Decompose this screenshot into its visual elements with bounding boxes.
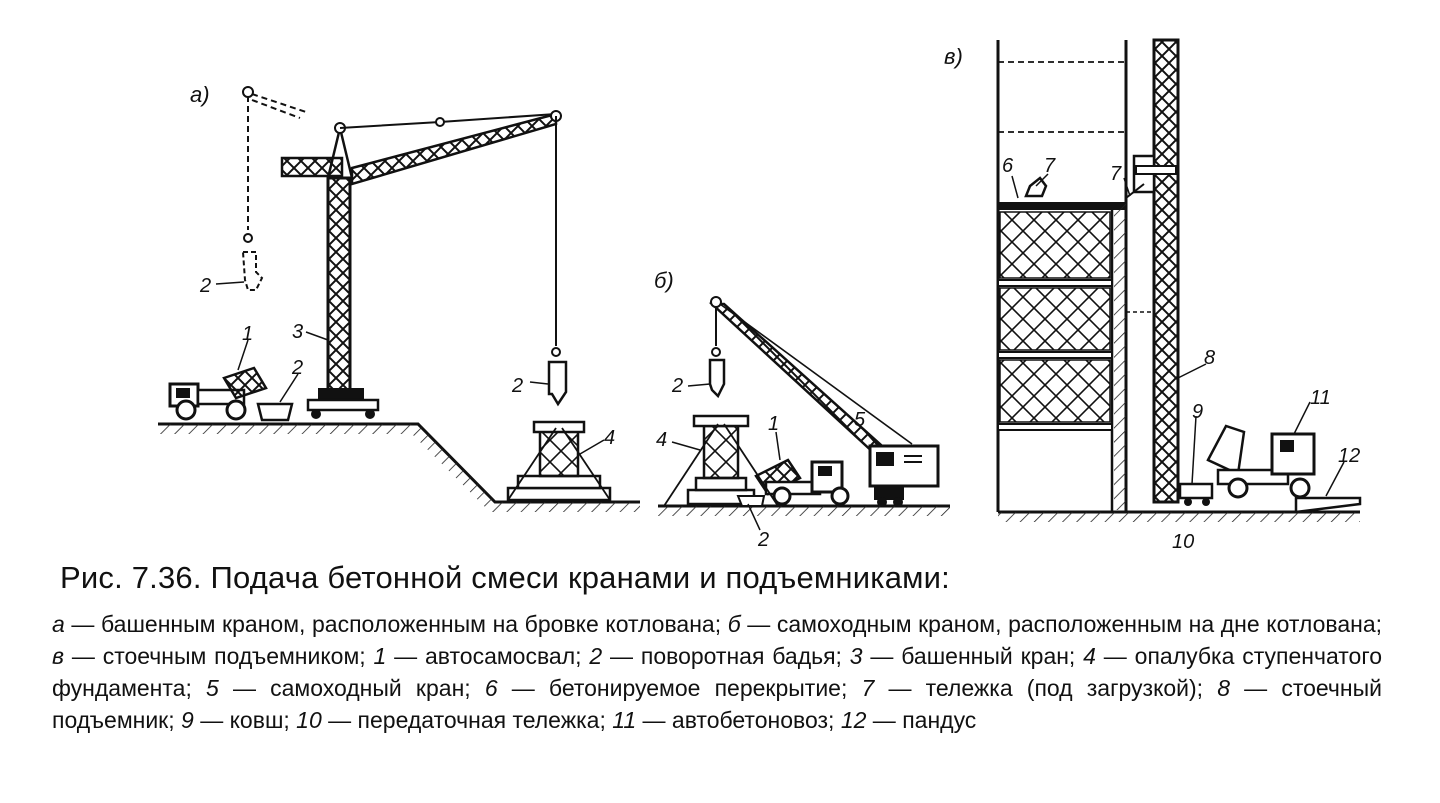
label-c-7-right: 7 xyxy=(1110,163,1122,185)
label-a-1: 1 xyxy=(242,323,253,345)
legend-item: в — стоечным подъемником; xyxy=(52,643,374,669)
legend-item: 10 — передаточная тележка; xyxy=(296,707,613,733)
counter-jib xyxy=(280,156,344,178)
concrete-slab-top xyxy=(998,202,1126,210)
concrete-truck xyxy=(1206,424,1316,499)
bucket-b xyxy=(708,358,726,399)
legend-item: а — башенным краном, расположенным на бр… xyxy=(52,611,728,637)
label-b-5: 5 xyxy=(854,409,866,431)
legend-item: 2 — поворотная бадья; xyxy=(589,643,850,669)
figure-caption-legend: а — башенным краном, расположенным на бр… xyxy=(52,608,1382,736)
legend-item: 7 — тележка (под загрузкой); xyxy=(861,675,1218,701)
label-c-10: 10 xyxy=(1172,531,1194,553)
label-a-2-top: 2 xyxy=(199,275,211,297)
label-c-6: 6 xyxy=(1002,155,1014,177)
dump-truck-b xyxy=(754,458,850,506)
legend-item: 1 — автосамосвал; xyxy=(373,643,590,669)
label-a-2-right: 2 xyxy=(511,375,523,397)
legend-item: 11 — автобетоновоз; xyxy=(612,707,841,733)
bucket-right-a xyxy=(547,360,568,407)
legend-item: 4 — опалубка ступенчатого фундамента; xyxy=(52,643,1382,701)
label-c-11: 11 xyxy=(1310,387,1331,409)
label-b-4: 4 xyxy=(656,429,667,451)
mobile-crane-boom xyxy=(708,302,903,468)
foundation-formwork-a xyxy=(506,420,612,502)
figure-caption-title: Рис. 7.36. Подача бетонной смеси кранами… xyxy=(60,560,950,595)
ground-hatch-a xyxy=(158,424,640,512)
panel-a-drawing: а) 2 1 2 3 2 4 xyxy=(158,82,640,512)
tower-crane-base xyxy=(318,388,364,402)
tower-crane-mast xyxy=(326,176,352,394)
construction-figure: а) 2 1 2 3 2 4 xyxy=(158,38,1362,553)
legend-item: б — самоходным краном, расположенным на … xyxy=(727,611,1382,637)
label-a-3: 3 xyxy=(292,321,303,343)
bucket-left-a xyxy=(241,251,264,291)
foundation-formwork-b xyxy=(663,414,779,507)
hoist-mast xyxy=(1152,38,1180,504)
legend-item: 8 — стоечный подъемник; xyxy=(52,675,1382,733)
label-c-8: 8 xyxy=(1204,347,1215,369)
panel-label-c: в) xyxy=(944,44,963,69)
ramp xyxy=(1294,496,1362,514)
panel-label-b: б) xyxy=(654,268,674,293)
legend-item: 5 — самоходный кран; xyxy=(206,675,485,701)
label-c-7-left: 7 xyxy=(1044,155,1056,177)
dump-truck-a xyxy=(168,366,294,422)
panel-b-drawing: б) 2 4 1 5 2 xyxy=(654,268,950,551)
label-b-2: 2 xyxy=(671,375,683,397)
label-b-2-bottom: 2 xyxy=(757,529,769,551)
cart-on-slab xyxy=(1024,176,1048,198)
label-c-9: 9 xyxy=(1192,401,1203,423)
label-a-2-truck: 2 xyxy=(291,357,303,379)
label-b-1: 1 xyxy=(768,413,779,435)
label-c-12: 12 xyxy=(1338,445,1360,467)
label-a-4: 4 xyxy=(604,427,615,449)
mobile-crane-cab xyxy=(868,444,940,507)
panel-c-drawing: в) 6 7 7 8 9 10 11 12 xyxy=(944,38,1362,553)
legend-item: 12 — пандус xyxy=(840,707,977,733)
legend-item: 6 — бетонируемое перекрытие; xyxy=(484,675,862,701)
legend-item: 9 — ковш; xyxy=(181,707,297,733)
legend-item: 3 — башенный кран; xyxy=(849,643,1084,669)
transfer-cart xyxy=(1178,482,1214,500)
panel-label-a: а) xyxy=(190,82,210,107)
